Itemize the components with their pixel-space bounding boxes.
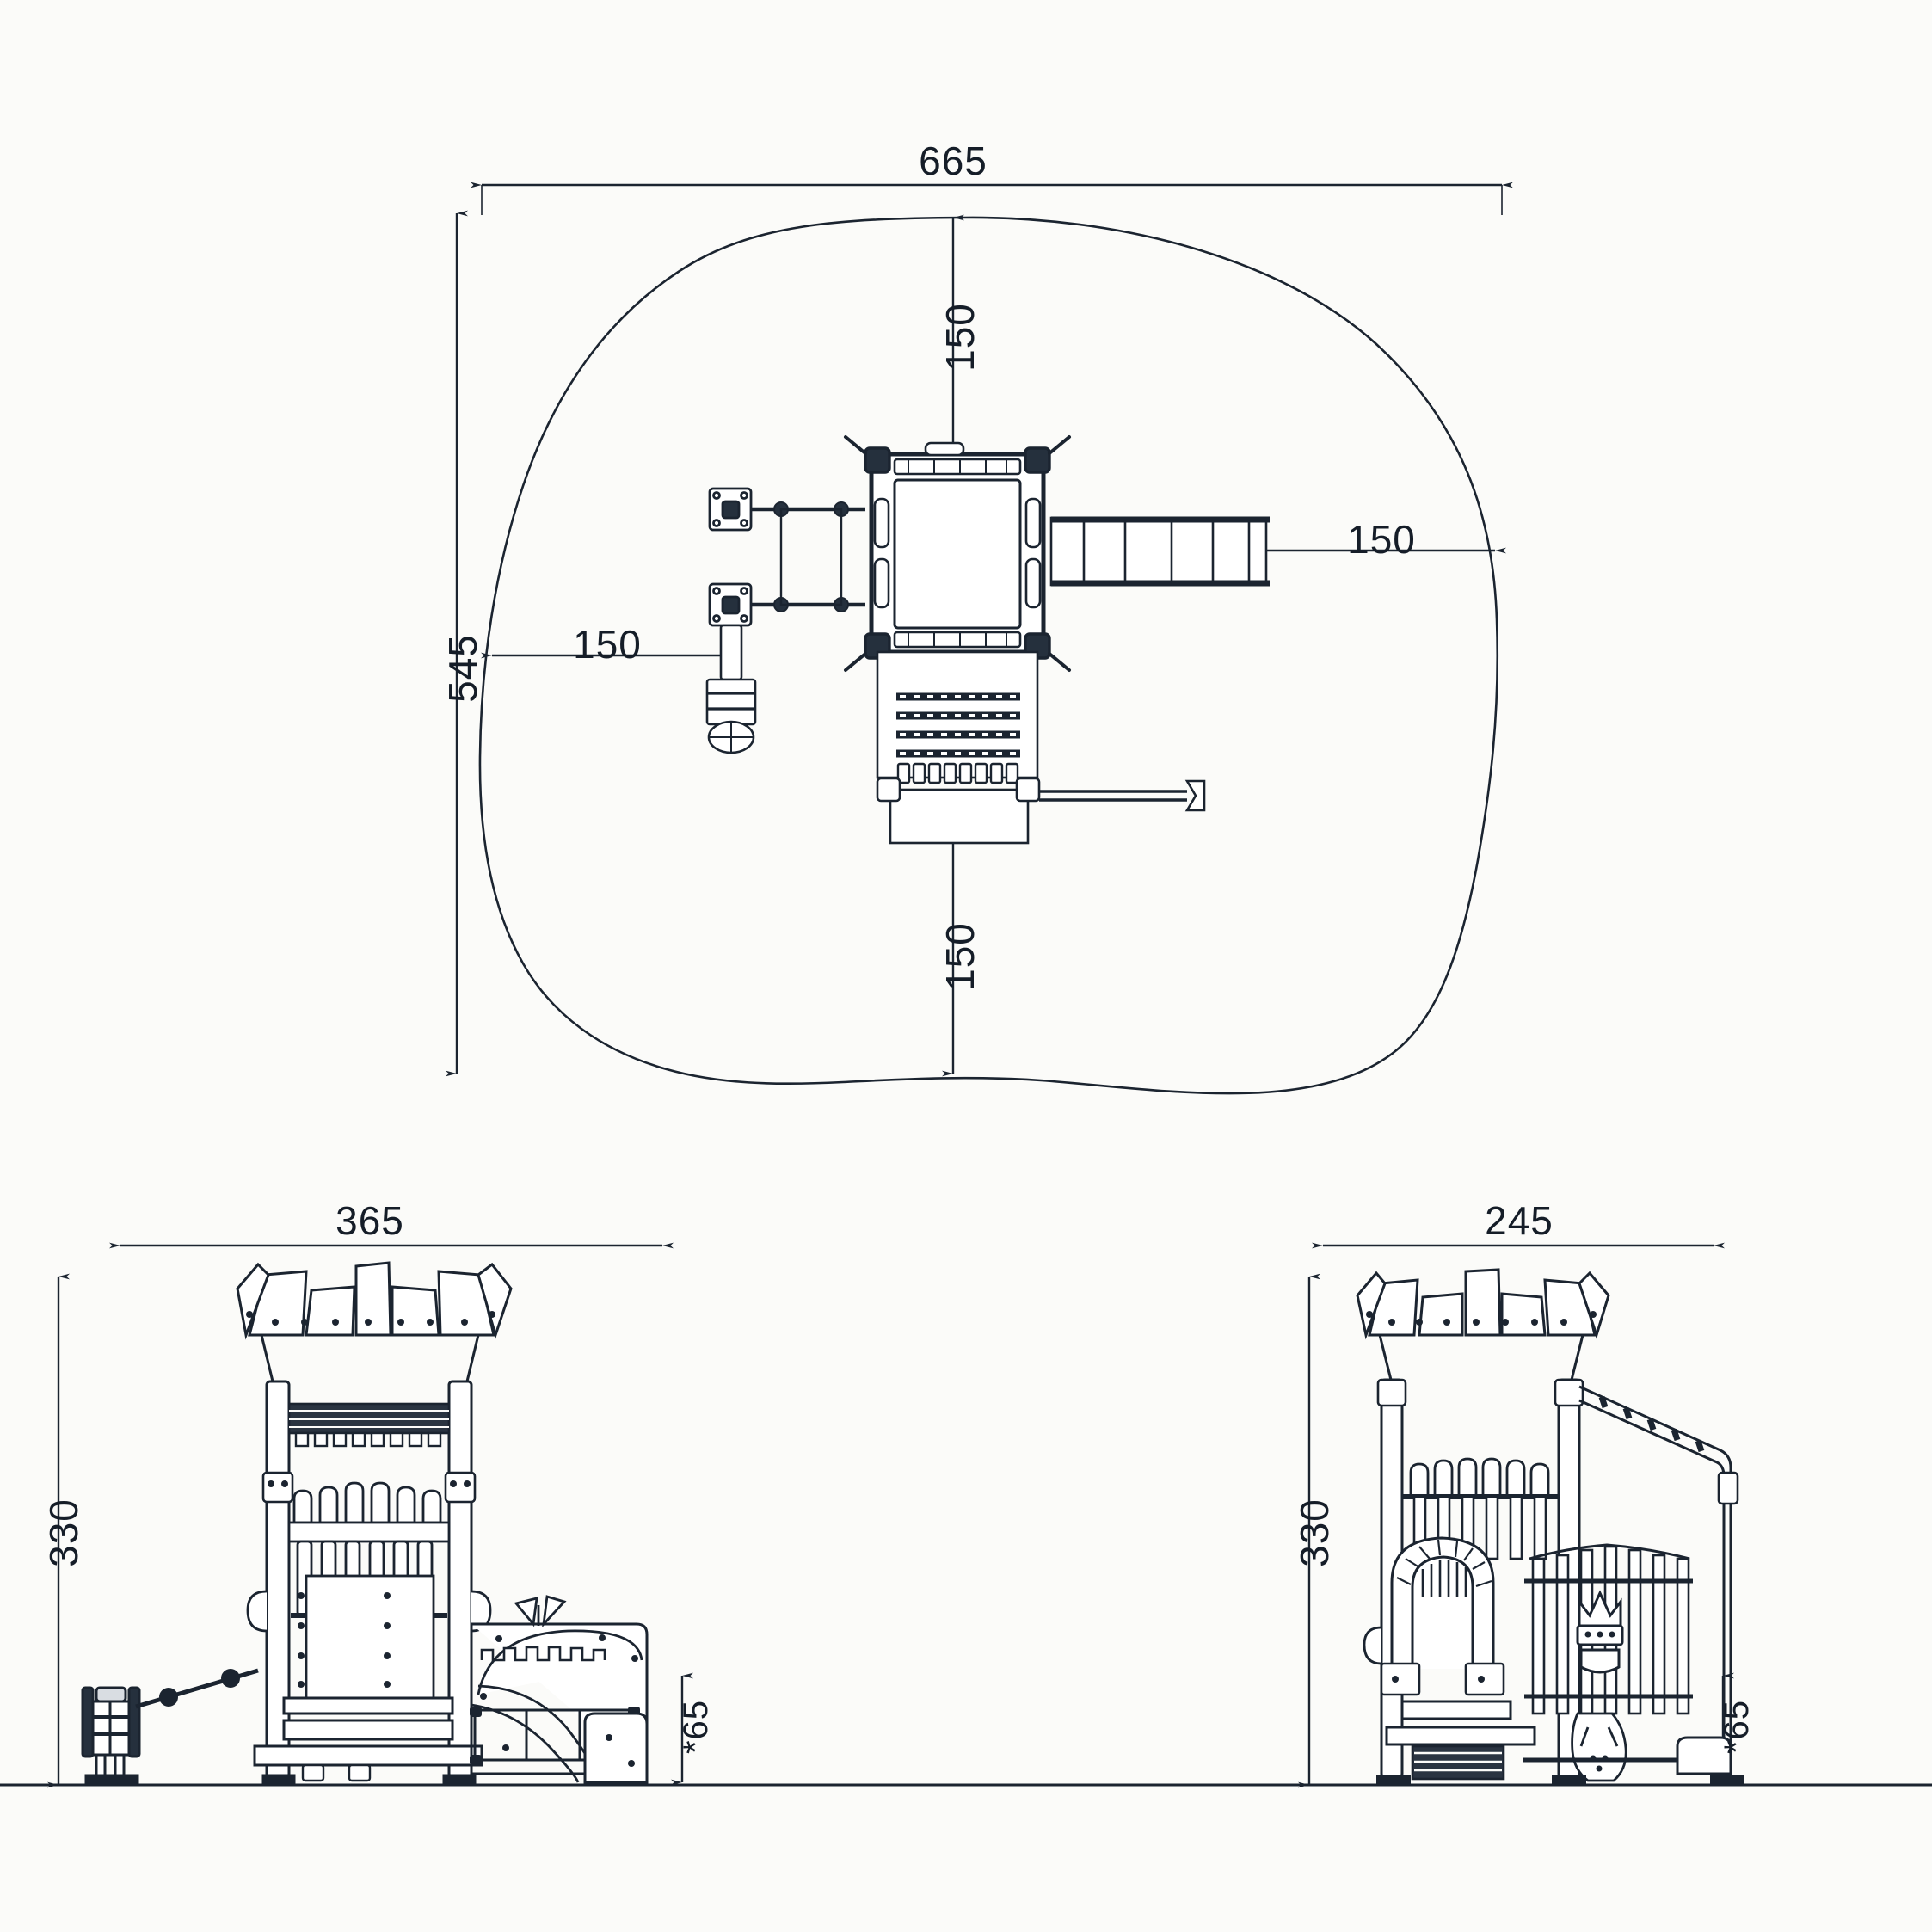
side-elevation-group	[963, 1242, 1932, 1788]
tower-corner-braces	[844, 435, 1071, 672]
dim-label-front-fall-height: *65	[677, 1699, 716, 1755]
swing-rods	[751, 507, 865, 607]
anchor-plate-lower	[708, 582, 753, 627]
tower-corner-posts	[864, 446, 1051, 660]
front-roof	[236, 1261, 513, 1340]
slide-teeth	[896, 762, 1019, 784]
side-roof-struts	[1378, 1334, 1584, 1384]
front-panel-bolts	[298, 1592, 391, 1688]
side-arch-gate	[1390, 1536, 1495, 1669]
side-crown-emblem	[1576, 1590, 1624, 1674]
dim-label-margin-top: 150	[937, 303, 982, 372]
front-post-bolts	[268, 1480, 471, 1487]
plan-right-arm-end	[1184, 779, 1206, 812]
front-base-feet	[261, 1774, 477, 1787]
dim-label-margin-right: 150	[1347, 517, 1416, 562]
front-balustrade	[292, 1481, 442, 1524]
front-slide-chute2	[471, 1703, 580, 1783]
dim-label-side-height: 330	[1291, 1498, 1337, 1567]
side-arch-bolts	[1392, 1676, 1485, 1683]
side-roof	[1356, 1268, 1610, 1340]
side-step-slats	[1414, 1751, 1502, 1772]
side-monkeybar-rungs	[1598, 1395, 1705, 1453]
swing-rod-joints	[773, 501, 849, 612]
side-bench-pad	[1676, 1736, 1732, 1775]
side-lower-deck	[1385, 1700, 1536, 1746]
front-elevation-group	[0, 1242, 963, 1788]
front-post-joints	[261, 1471, 477, 1504]
side-left-bracket	[1363, 1626, 1382, 1665]
front-slide-pennant	[514, 1595, 567, 1628]
side-picket-fence-left	[1409, 1457, 1550, 1498]
side-crown-jewels	[1584, 1631, 1615, 1638]
bridge-rungs	[1082, 521, 1251, 581]
side-right-fence-top-curve	[1529, 1543, 1690, 1560]
dim-label-margin-left: 150	[573, 622, 642, 667]
front-slide-exit-bolts	[606, 1734, 635, 1767]
front-tierod-joints	[159, 1669, 240, 1707]
front-side-brackets	[246, 1590, 492, 1633]
dim-label-side-width: 245	[1485, 1198, 1554, 1243]
swing-frame-square	[779, 508, 843, 606]
front-swing-tierod	[135, 1668, 259, 1709]
side-base-feet	[1376, 1775, 1744, 1785]
dim-label-front-width: 365	[335, 1198, 404, 1243]
side-post-caps	[1376, 1378, 1584, 1407]
plan-bridge-right	[1049, 516, 1270, 587]
bridge-deck	[1049, 516, 1268, 587]
dim-label-front-height: 330	[40, 1498, 86, 1567]
front-slide-arch	[477, 1629, 643, 1695]
plan-right-lower-arm	[1039, 790, 1187, 802]
dim-label-plan-width: 665	[919, 138, 988, 183]
front-balustrade-rail	[287, 1521, 451, 1543]
front-upper-slats	[287, 1402, 451, 1435]
front-roof-studs	[246, 1311, 495, 1326]
front-roof-struts	[260, 1334, 480, 1386]
front-lower-deck	[253, 1696, 483, 1767]
front-slide-exit	[583, 1712, 649, 1784]
side-figure-detail	[1571, 1712, 1627, 1782]
slide-base-posts	[876, 777, 1041, 803]
front-deck-details	[301, 1763, 372, 1782]
plan-left-arms	[705, 487, 865, 754]
side-roof-studs	[1366, 1311, 1597, 1326]
dim-label-plan-height: 545	[440, 634, 485, 703]
side-arch-voussoirs	[1396, 1539, 1492, 1588]
side-arch-bars	[1421, 1560, 1467, 1597]
front-slide-bolts	[480, 1634, 638, 1751]
front-slide-crenels	[480, 1646, 606, 1662]
front-centre-panel	[305, 1574, 435, 1700]
slide-base-platform	[889, 788, 1030, 845]
side-monkeybar-post-joint	[1717, 1471, 1739, 1505]
dim-label-margin-bottom: 150	[937, 922, 982, 991]
plan-tower	[844, 435, 1071, 672]
front-slat-teeth	[294, 1431, 442, 1448]
dim-label-side-fall-height: *65	[1718, 1699, 1757, 1755]
plan-view-group	[446, 182, 1513, 1095]
tower-rail-ticks	[908, 459, 1007, 647]
swing-seat	[705, 624, 757, 754]
plan-lower-slide	[876, 650, 1206, 845]
tower-side-rails	[873, 497, 1042, 609]
tower-inner-deck	[893, 478, 1022, 630]
slide-rung-gaps	[900, 695, 1017, 755]
front-swing-assembly	[81, 1686, 141, 1787]
anchor-plate-upper	[708, 487, 753, 532]
